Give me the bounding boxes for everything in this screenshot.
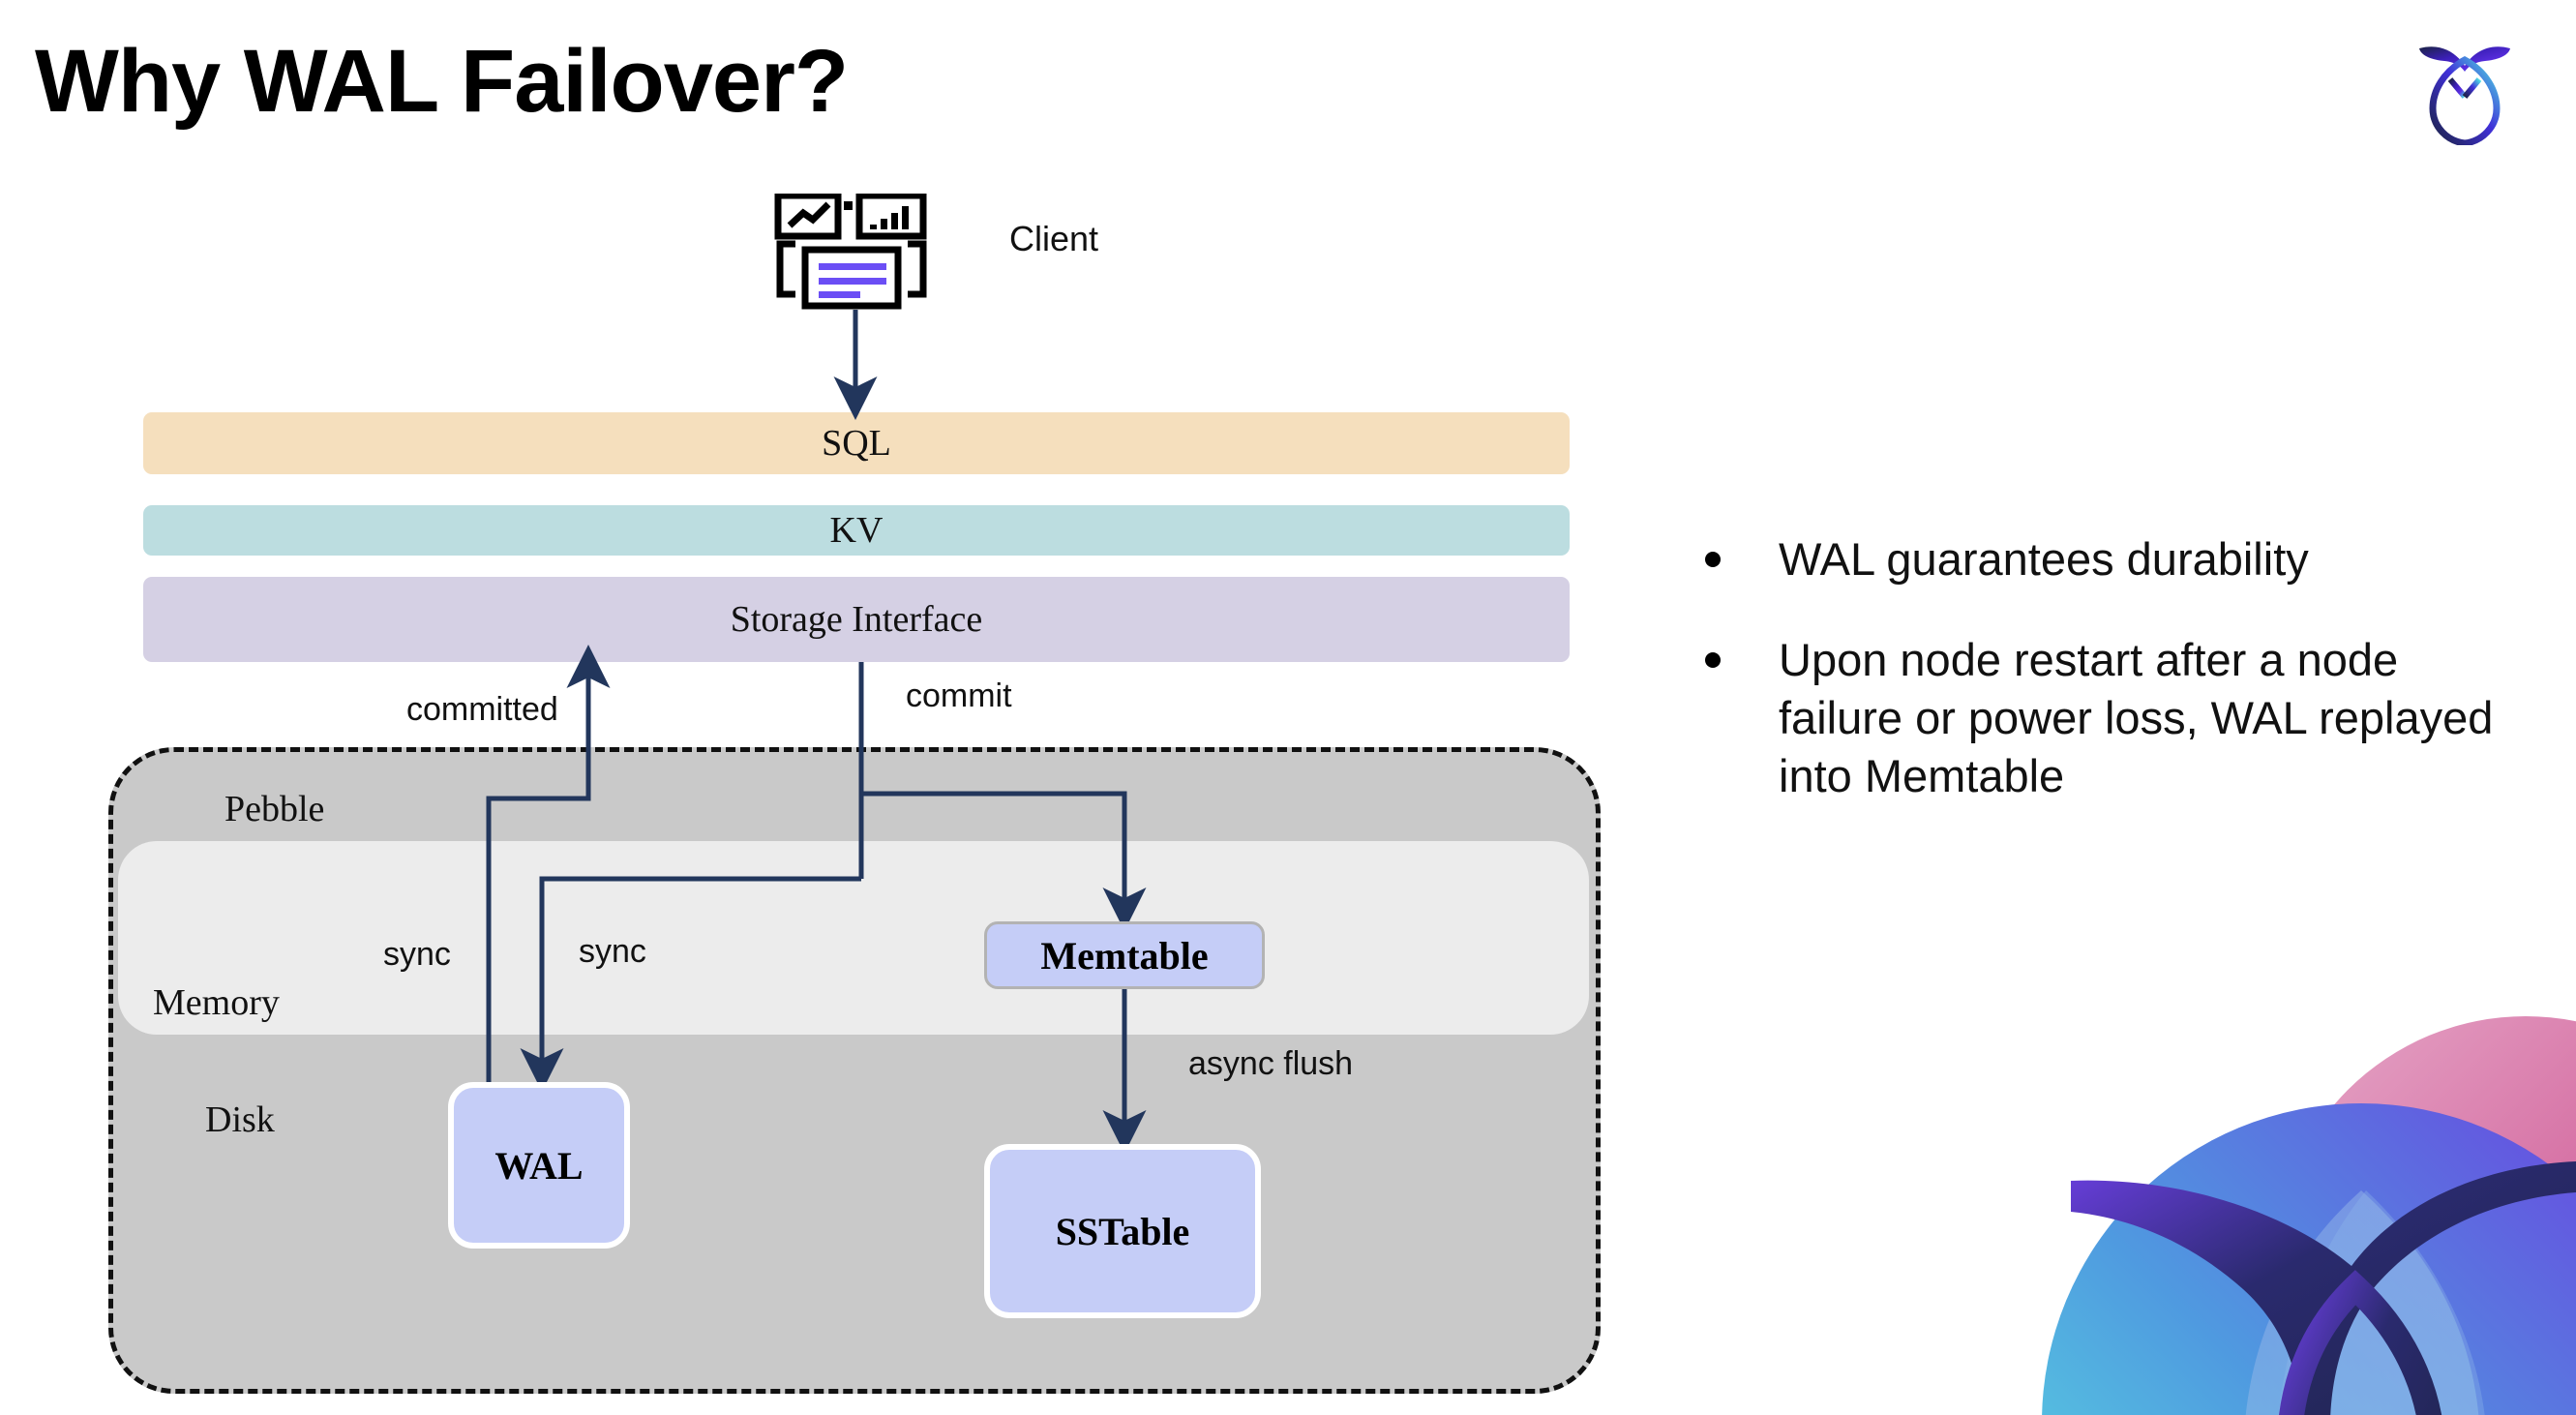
edge-label-async-flush: async flush xyxy=(1188,1045,1354,1082)
client-dashboard-icon xyxy=(774,192,929,310)
bullet-dot-icon xyxy=(1705,552,1721,567)
layer-label-sql: SQL xyxy=(822,423,891,464)
edge-label-sync-1: sync xyxy=(383,936,451,973)
client-label: Client xyxy=(1009,219,1099,258)
edge-label-committed: committed xyxy=(406,691,558,728)
node-sstable: SSTable xyxy=(984,1144,1261,1318)
layer-bar-sql: SQL xyxy=(143,412,1570,474)
node-label-memtable: Memtable xyxy=(1040,933,1209,978)
node-memtable: Memtable xyxy=(984,921,1265,989)
list-item: WAL guarantees durability xyxy=(1705,530,2518,588)
pebble-label: Pebble xyxy=(225,789,325,829)
layer-bar-storage-interface: Storage Interface xyxy=(143,577,1570,662)
layer-bar-kv: KV xyxy=(143,505,1570,556)
node-label-wal: WAL xyxy=(494,1143,584,1188)
edge-label-commit: commit xyxy=(906,677,1012,714)
memory-region xyxy=(118,841,1589,1035)
node-label-sstable: SSTable xyxy=(1055,1209,1190,1253)
edge-label-sync-2: sync xyxy=(579,933,646,970)
bullet-text: WAL guarantees durability xyxy=(1779,533,2309,585)
decorative-circles-graphic xyxy=(1984,948,2576,1415)
bullet-text: Upon node restart after a node failure o… xyxy=(1779,634,2494,802)
bullet-list: WAL guarantees durability Upon node rest… xyxy=(1705,530,2518,849)
memory-label: Memory xyxy=(153,982,280,1023)
layer-label-kv: KV xyxy=(829,510,884,551)
disk-label: Disk xyxy=(205,1099,275,1140)
list-item: Upon node restart after a node failure o… xyxy=(1705,631,2518,805)
bullet-dot-icon xyxy=(1705,652,1721,669)
node-wal: WAL xyxy=(448,1082,630,1249)
page-title: Why WAL Failover? xyxy=(35,32,849,131)
layer-label-storage-interface: Storage Interface xyxy=(730,599,983,640)
cockroach-logo-icon xyxy=(2411,31,2518,147)
